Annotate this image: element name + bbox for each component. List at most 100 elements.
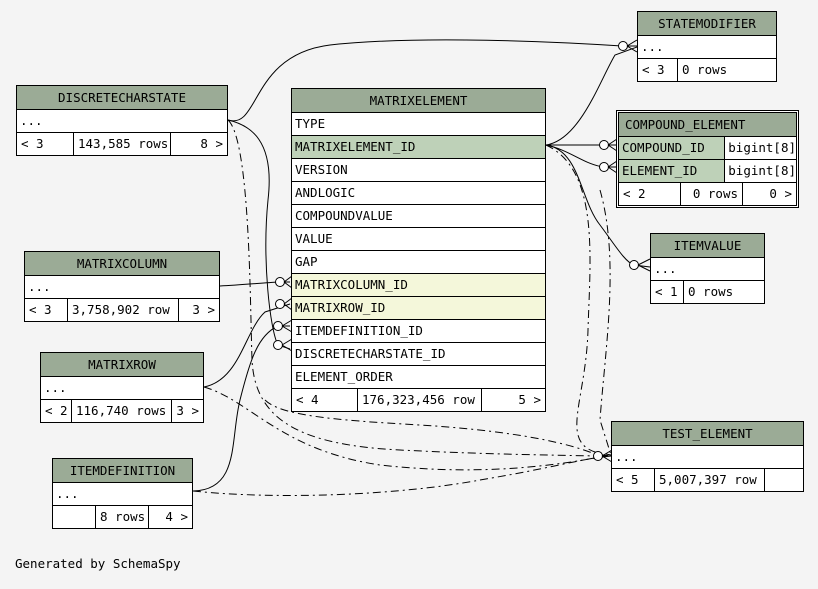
row-count: 8 rows — [96, 506, 149, 528]
children-nav[interactable]: 0 > — [769, 186, 792, 201]
column-matrixelement-id[interactable]: MATRIXELEMENT_ID — [292, 136, 545, 159]
table-footer: < 5 5,007,397 row — [612, 469, 803, 491]
edge-matrixelement-itemvalue — [545, 144, 651, 268]
table-footer: < 1 0 rows — [651, 281, 764, 303]
table-statemodifier[interactable]: STATEMODIFIER ... < 3 0 rows — [637, 11, 777, 82]
optional-marker — [629, 260, 639, 270]
parents-nav[interactable]: < 2 — [41, 400, 72, 422]
edge-itemdefinition-test-element — [192, 455, 612, 496]
children-nav[interactable]: 8 > — [200, 136, 223, 151]
edge-compound-test-element — [599, 189, 612, 456]
column-element-order[interactable]: ELEMENT_ORDER — [292, 366, 545, 389]
crowfoot-marker — [281, 338, 293, 352]
table-title[interactable]: COMPOUND_ELEMENT — [619, 113, 796, 137]
table-matrixrow[interactable]: MATRIXROW ... < 2 116,740 rows 3 > — [40, 352, 204, 423]
row-count: 5,007,397 row — [655, 469, 765, 491]
table-compound-element[interactable]: COMPOUND_ELEMENT COMPOUND_ID bigint[8] E… — [616, 110, 799, 208]
edge-matrixrow-matrixelement — [203, 303, 291, 388]
table-title[interactable]: DISCRETECHARSTATE — [17, 86, 227, 110]
table-discretecharstate[interactable]: DISCRETECHARSTATE ... < 3 143,585 rows 8… — [16, 85, 228, 156]
column-type[interactable]: TYPE — [292, 113, 545, 136]
parents-nav[interactable]: < 2 — [619, 183, 681, 205]
crowfoot-marker — [626, 39, 638, 53]
crowfoot-marker — [281, 319, 293, 333]
column-discretecharstate-id[interactable]: DISCRETECHARSTATE_ID — [292, 343, 545, 366]
table-footer: < 2 116,740 rows 3 > — [41, 400, 203, 422]
column-compoundvalue[interactable]: COMPOUNDVALUE — [292, 205, 545, 228]
row-count: 116,740 rows — [72, 400, 172, 422]
column-andlogic[interactable]: ANDLOGIC — [292, 182, 545, 205]
table-title[interactable]: TEST_ELEMENT — [612, 422, 803, 446]
optional-marker — [273, 340, 283, 350]
column-name: COMPOUND_ID — [619, 137, 726, 159]
table-matrixcolumn[interactable]: MATRIXCOLUMN ... < 3 3,758,902 row 3 > — [24, 251, 220, 322]
optional-marker — [599, 140, 609, 150]
edge-matrixrow-test-element — [203, 386, 612, 471]
parents-nav[interactable]: < 3 — [17, 133, 74, 155]
children-nav[interactable]: 3 > — [192, 302, 215, 317]
children-nav[interactable]: 5 > — [518, 392, 541, 407]
row-count: 0 rows — [688, 284, 734, 299]
optional-marker — [599, 162, 609, 172]
edge-discretecharstate-test-element — [227, 119, 611, 457]
table-title[interactable]: MATRIXCOLUMN — [25, 252, 219, 276]
optional-marker — [275, 277, 285, 287]
row-count: 143,585 rows — [74, 133, 171, 155]
table-itemdefinition[interactable]: ITEMDEFINITION ... 8 rows 4 > — [52, 458, 193, 529]
table-ellipsis: ... — [651, 258, 764, 281]
table-footer: 8 rows 4 > — [53, 506, 192, 528]
table-footer: < 2 0 rows 0 > — [619, 183, 796, 205]
crowfoot-marker — [607, 138, 618, 152]
edge-matrixelement-test-element — [545, 144, 612, 456]
table-title[interactable]: MATRIXROW — [41, 353, 203, 377]
column-compound-id[interactable]: COMPOUND_ID bigint[8] — [619, 137, 796, 160]
column-matrixcolumn-id[interactable]: MATRIXCOLUMN_ID — [292, 274, 545, 297]
parents-nav[interactable]: < 3 — [25, 299, 68, 321]
column-gap[interactable]: GAP — [292, 251, 545, 274]
column-type: bigint[8] — [725, 137, 796, 159]
table-matrixelement[interactable]: MATRIXELEMENT TYPE MATRIXELEMENT_ID VERS… — [291, 88, 546, 412]
table-footer: < 4 176,323,456 row 5 > — [292, 389, 545, 411]
edge-statemodifier-discretecharstate — [227, 39, 623, 122]
parents-nav[interactable]: < 3 — [638, 59, 678, 81]
row-count: 3,758,902 row — [68, 299, 179, 321]
column-value[interactable]: VALUE — [292, 228, 545, 251]
table-ellipsis: ... — [53, 483, 192, 506]
table-title[interactable]: STATEMODIFIER — [638, 12, 776, 36]
optional-marker — [275, 299, 285, 309]
generated-by-text: Generated by SchemaSpy — [15, 556, 181, 571]
optional-marker — [618, 41, 628, 51]
table-footer: < 3 3,758,902 row 3 > — [25, 299, 219, 321]
optional-marker — [593, 451, 603, 461]
column-type: bigint[8] — [725, 160, 796, 182]
table-title[interactable]: ITEMDEFINITION — [53, 459, 192, 483]
row-count: 0 rows — [682, 62, 728, 77]
children-nav[interactable] — [765, 469, 803, 491]
table-ellipsis: ... — [638, 36, 776, 59]
optional-marker — [273, 321, 283, 331]
table-test-element[interactable]: TEST_ELEMENT ... < 5 5,007,397 row — [611, 421, 804, 492]
children-nav[interactable]: 3 > — [176, 403, 199, 418]
crowfoot-marker — [607, 160, 618, 174]
children-nav[interactable]: 4 > — [165, 509, 188, 524]
parents-nav[interactable]: < 1 — [651, 281, 684, 303]
column-element-id[interactable]: ELEMENT_ID bigint[8] — [619, 160, 796, 183]
table-itemvalue[interactable]: ITEMVALUE ... < 1 0 rows — [650, 233, 765, 304]
parents-nav[interactable] — [53, 506, 96, 528]
table-ellipsis: ... — [41, 377, 203, 400]
table-footer: < 3 143,585 rows 8 > — [17, 133, 227, 155]
table-title[interactable]: MATRIXELEMENT — [292, 89, 545, 113]
column-version[interactable]: VERSION — [292, 159, 545, 182]
table-title[interactable]: ITEMVALUE — [651, 234, 764, 258]
column-itemdefinition-id[interactable]: ITEMDEFINITION_ID — [292, 320, 545, 343]
edge-matrixelement-statemodifier — [545, 46, 638, 146]
column-matrixrow-id[interactable]: MATRIXROW_ID — [292, 297, 545, 320]
crowfoot-marker — [637, 258, 651, 272]
edge-discretecharstate-matrixelement — [227, 119, 291, 350]
parents-nav[interactable]: < 4 — [292, 389, 358, 411]
parents-nav[interactable]: < 5 — [612, 469, 655, 491]
table-ellipsis: ... — [17, 110, 227, 133]
crowfoot-marker — [283, 297, 293, 311]
crowfoot-marker — [283, 275, 293, 289]
